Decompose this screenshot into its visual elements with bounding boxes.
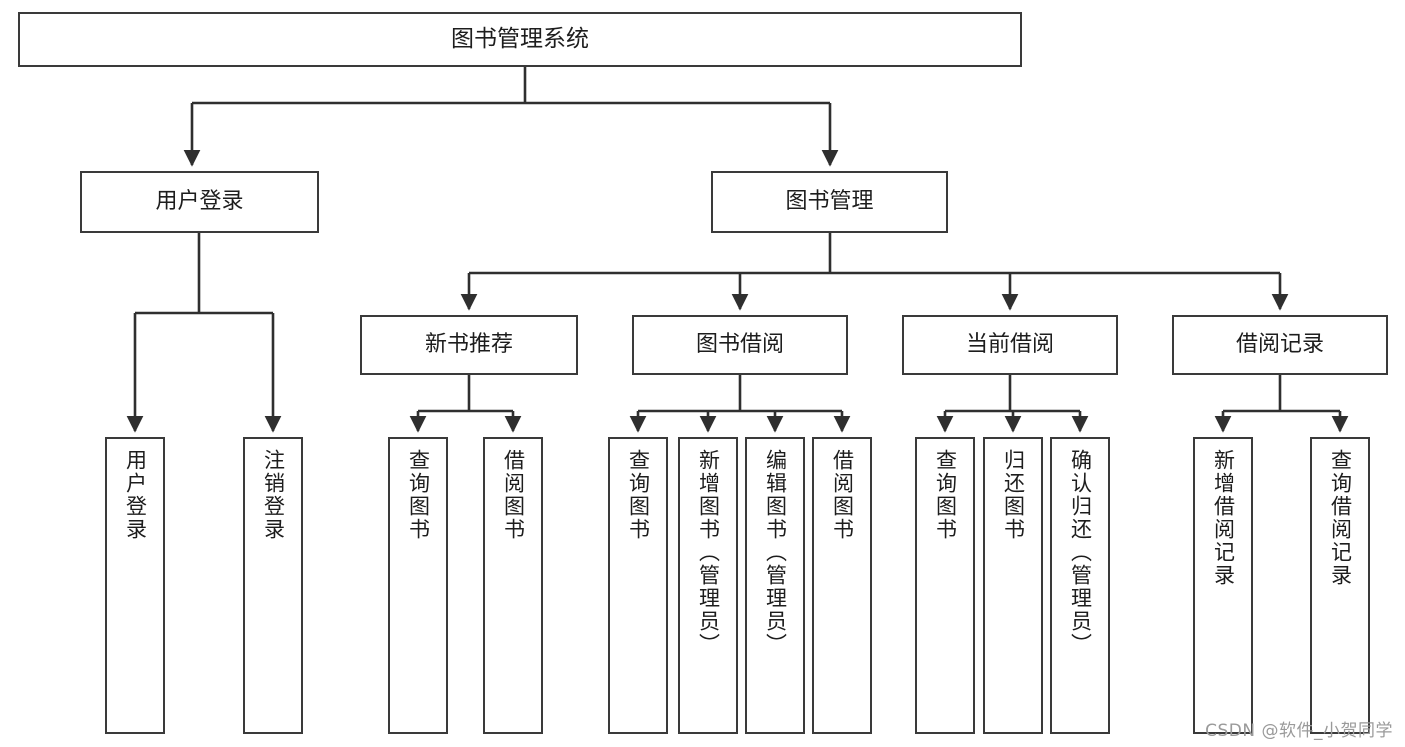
node-new-book-recommend-label: 新书推荐: [424, 331, 513, 357]
node-leaf-add-book[interactable]: 新增图书（管理员）: [678, 437, 738, 734]
node-user-login-label: 用户登录: [155, 188, 244, 214]
node-leaf-query-book-rec-label: 查询图书: [406, 449, 431, 541]
node-leaf-borrow-book-br-label: 借阅图书: [830, 449, 855, 541]
node-borrow-record-label: 借阅记录: [1235, 331, 1324, 357]
node-leaf-query-book-br-label: 查询图书: [626, 449, 651, 541]
node-leaf-add-record-label: 新增借阅记录: [1211, 449, 1236, 587]
node-book-borrow[interactable]: 图书借阅: [632, 315, 848, 375]
node-leaf-borrow-book-rec-label: 借阅图书: [501, 449, 526, 541]
node-leaf-confirm-return-label: 确认归还（管理员）: [1068, 449, 1093, 656]
node-leaf-user-logout-label: 注销登录: [261, 449, 286, 541]
node-leaf-user-login[interactable]: 用户登录: [105, 437, 165, 734]
csdn-watermark: CSDN @软件_小贺同学: [1205, 721, 1393, 741]
node-leaf-return-book-label: 归还图书: [1001, 449, 1026, 541]
node-leaf-user-logout[interactable]: 注销登录: [243, 437, 303, 734]
node-leaf-borrow-book-br[interactable]: 借阅图书: [812, 437, 872, 734]
node-leaf-query-record-label: 查询借阅记录: [1328, 449, 1353, 587]
node-leaf-query-book-rec[interactable]: 查询图书: [388, 437, 448, 734]
node-leaf-add-book-label: 新增图书（管理员）: [696, 449, 721, 656]
node-leaf-add-record[interactable]: 新增借阅记录: [1193, 437, 1253, 734]
node-leaf-edit-book-label: 编辑图书（管理员）: [763, 449, 788, 656]
node-leaf-confirm-return[interactable]: 确认归还（管理员）: [1050, 437, 1110, 734]
node-book-manage[interactable]: 图书管理: [711, 171, 948, 233]
node-book-manage-label: 图书管理: [785, 188, 874, 214]
node-user-login[interactable]: 用户登录: [80, 171, 319, 233]
node-current-borrow[interactable]: 当前借阅: [902, 315, 1118, 375]
node-leaf-return-book[interactable]: 归还图书: [983, 437, 1043, 734]
node-current-borrow-label: 当前借阅: [965, 331, 1054, 357]
node-leaf-edit-book[interactable]: 编辑图书（管理员）: [745, 437, 805, 734]
node-leaf-user-login-label: 用户登录: [123, 449, 148, 541]
node-root-label: 图书管理系统: [451, 25, 589, 52]
node-leaf-query-book-cb-label: 查询图书: [933, 449, 958, 541]
node-root[interactable]: 图书管理系统: [18, 12, 1022, 67]
node-borrow-record[interactable]: 借阅记录: [1172, 315, 1388, 375]
node-leaf-query-book-cb[interactable]: 查询图书: [915, 437, 975, 734]
node-leaf-borrow-book-rec[interactable]: 借阅图书: [483, 437, 543, 734]
node-leaf-query-book-br[interactable]: 查询图书: [608, 437, 668, 734]
node-leaf-query-record[interactable]: 查询借阅记录: [1310, 437, 1370, 734]
node-book-borrow-label: 图书借阅: [695, 331, 784, 357]
node-new-book-recommend[interactable]: 新书推荐: [360, 315, 578, 375]
